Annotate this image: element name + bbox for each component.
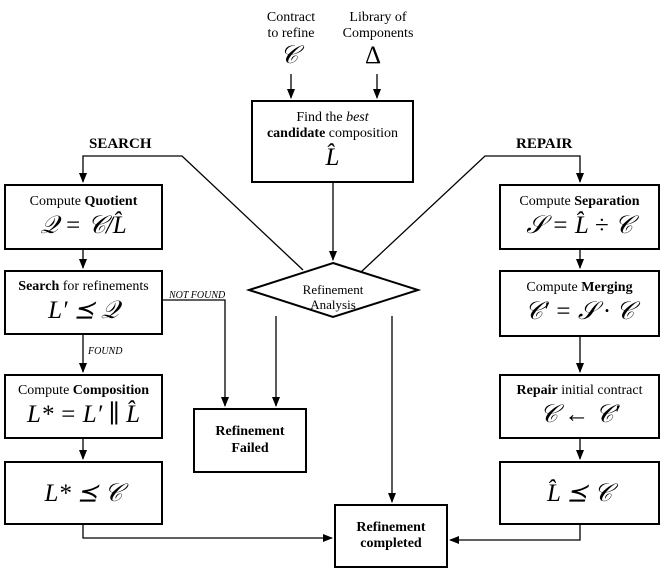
find-em: best — [346, 110, 369, 126]
contract-input-label: Contract to refine — [266, 10, 316, 42]
repair-contract-box: Repair initial contract 𝒞 ← 𝒞′ — [499, 374, 660, 439]
merging-pre: Compute — [526, 280, 582, 296]
refinement-failed-box: Refinement Failed — [193, 408, 307, 473]
search-refinements-box: Search for refinements L′ ⪯ 𝒬 — [4, 270, 163, 335]
repair-post: initial contract — [557, 383, 643, 399]
refine-bold: Search — [18, 279, 60, 295]
refine-formula: L′ ⪯ 𝒬 — [48, 297, 119, 325]
separation-text: Compute Separation — [519, 194, 639, 210]
library-input-label: Library of Components — [342, 10, 414, 42]
composition-formula: L* = L′ ∥ L̂ — [26, 401, 141, 429]
repair-header: REPAIR — [516, 136, 573, 152]
find-bold: candidate — [266, 126, 326, 142]
merging-formula: 𝒞′ = 𝒮 · 𝒞 — [524, 298, 635, 326]
quotient-text: Compute Quotient — [30, 194, 138, 210]
repair-formula: 𝒞 ← 𝒞′ — [539, 401, 620, 429]
merging-bold: Merging — [581, 280, 633, 296]
quotient-bold: Quotient — [84, 193, 138, 209]
find-formula: L̂ — [325, 144, 340, 172]
separation-formula: 𝒮 = L̂ ÷ 𝒞 — [526, 211, 633, 239]
library-symbol: Δ — [365, 42, 382, 69]
repair-bold: Repair — [516, 383, 558, 399]
line-decision-to-search — [79, 155, 304, 271]
search-check-box: L* ⪯ 𝒞 — [4, 461, 163, 525]
contract-symbol: 𝒞 — [280, 42, 299, 69]
repair-text: Repair initial contract — [517, 383, 643, 399]
quotient-formula: 𝒬 = 𝒞/L̂ — [40, 211, 127, 239]
find-text: Find the best candidate composition — [267, 110, 398, 142]
find-candidate-box: Find the best candidate composition L̂ — [251, 100, 414, 183]
compute-merging-box: Compute Merging 𝒞′ = 𝒮 · 𝒞 — [499, 270, 660, 337]
completed-label: Refinement completed — [356, 519, 426, 551]
repair-check-formula: L̂ ⪯ 𝒞 — [546, 479, 613, 507]
refine-post: for refinements — [59, 279, 149, 295]
not-found-label: NOT FOUND — [169, 290, 226, 301]
refinement-completed-box: Refinement completed — [334, 504, 448, 568]
line-decision-to-repair — [360, 155, 584, 273]
refine-text: Search for refinements — [18, 279, 148, 295]
quotient-pre: Compute — [29, 193, 85, 209]
arrow-repair-check-to-completed — [449, 525, 581, 544]
composition-bold: Composition — [72, 383, 150, 399]
repair-check-box: L̂ ⪯ 𝒞 — [499, 461, 660, 525]
arrow-search-check-to-completed — [82, 525, 333, 542]
found-label: FOUND — [88, 346, 123, 357]
compute-separation-box: Compute Separation 𝒮 = L̂ ÷ 𝒞 — [499, 184, 660, 250]
decision-label: Refinement Analysis — [302, 282, 364, 312]
find-pre: Find the — [296, 110, 347, 126]
find-post: composition — [325, 126, 399, 142]
compute-quotient-box: Compute Quotient 𝒬 = 𝒞/L̂ — [4, 184, 163, 250]
composition-text: Compute Composition — [18, 383, 149, 399]
failed-label: Refinement Failed — [215, 424, 285, 456]
merging-text: Compute Merging — [526, 280, 632, 296]
arrow-not-found — [163, 299, 229, 407]
separation-bold: Separation — [574, 193, 640, 209]
search-check-formula: L* ⪯ 𝒞 — [44, 479, 123, 507]
composition-pre: Compute — [17, 383, 73, 399]
compute-composition-box: Compute Composition L* = L′ ∥ L̂ — [4, 374, 163, 439]
separation-pre: Compute — [519, 193, 575, 209]
decision-diamond — [245, 261, 422, 319]
search-header: SEARCH — [89, 136, 152, 152]
